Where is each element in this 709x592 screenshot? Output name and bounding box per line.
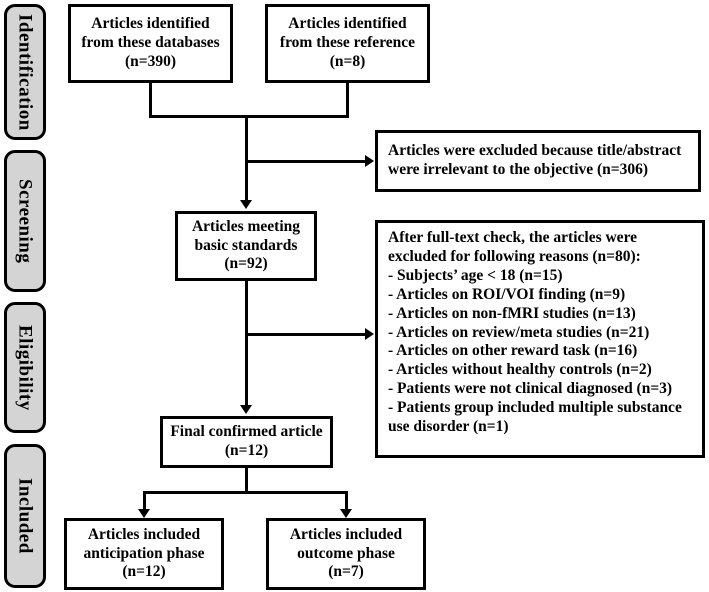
stage-label-eligibility: Eligibility [14,324,36,411]
node-final-confirmed: Final confirmed article (n=12) [160,416,333,468]
node-excluded-full-text: After full-text check, the articles were… [375,220,705,458]
node-included-anticipation: Articles included anticipation phase (n=… [64,518,224,590]
arrowhead-to-outcome [340,509,352,518]
connector-split-left [143,491,146,513]
arrowhead-to-anticipation [138,509,150,518]
arrowhead-to-excluded-title [365,155,374,167]
arrowhead-to-excluded-fulltext [365,328,374,340]
stage-label-identification: Identification [14,13,36,131]
stage-tab-screening: Screening [4,150,46,292]
connector-branch-excluded-title [245,160,366,163]
connector-split-right [345,491,348,513]
stage-tab-eligibility: Eligibility [4,302,46,433]
connector-merge-horizontal [149,115,349,118]
connector-trunk-to-screening [245,115,248,202]
node-identified-reference: Articles identified from these reference… [265,4,430,83]
node-identified-databases: Articles identified from these databases… [68,4,233,83]
connector-branch-excluded-fulltext [245,333,366,336]
node-articles-meeting-standards: Articles meeting basic standards (n=92) [175,211,317,281]
stage-tab-identification: Identification [4,4,46,140]
connector-split-horizontal [143,491,348,494]
node-included-outcome: Articles included outcome phase (n=7) [266,518,426,590]
connector-reference-down [346,83,349,118]
stage-label-screening: Screening [14,178,36,264]
arrowhead-to-final-confirmed [240,405,252,414]
arrowhead-to-articles-meeting [240,200,252,209]
stage-tab-included: Included [4,444,46,588]
connector-final-down [245,468,248,494]
connector-databases-down [149,83,152,118]
stage-label-included: Included [14,478,36,554]
connector-trunk-to-final [245,281,248,407]
node-excluded-title-abstract: Articles were excluded because title/abs… [375,130,701,192]
